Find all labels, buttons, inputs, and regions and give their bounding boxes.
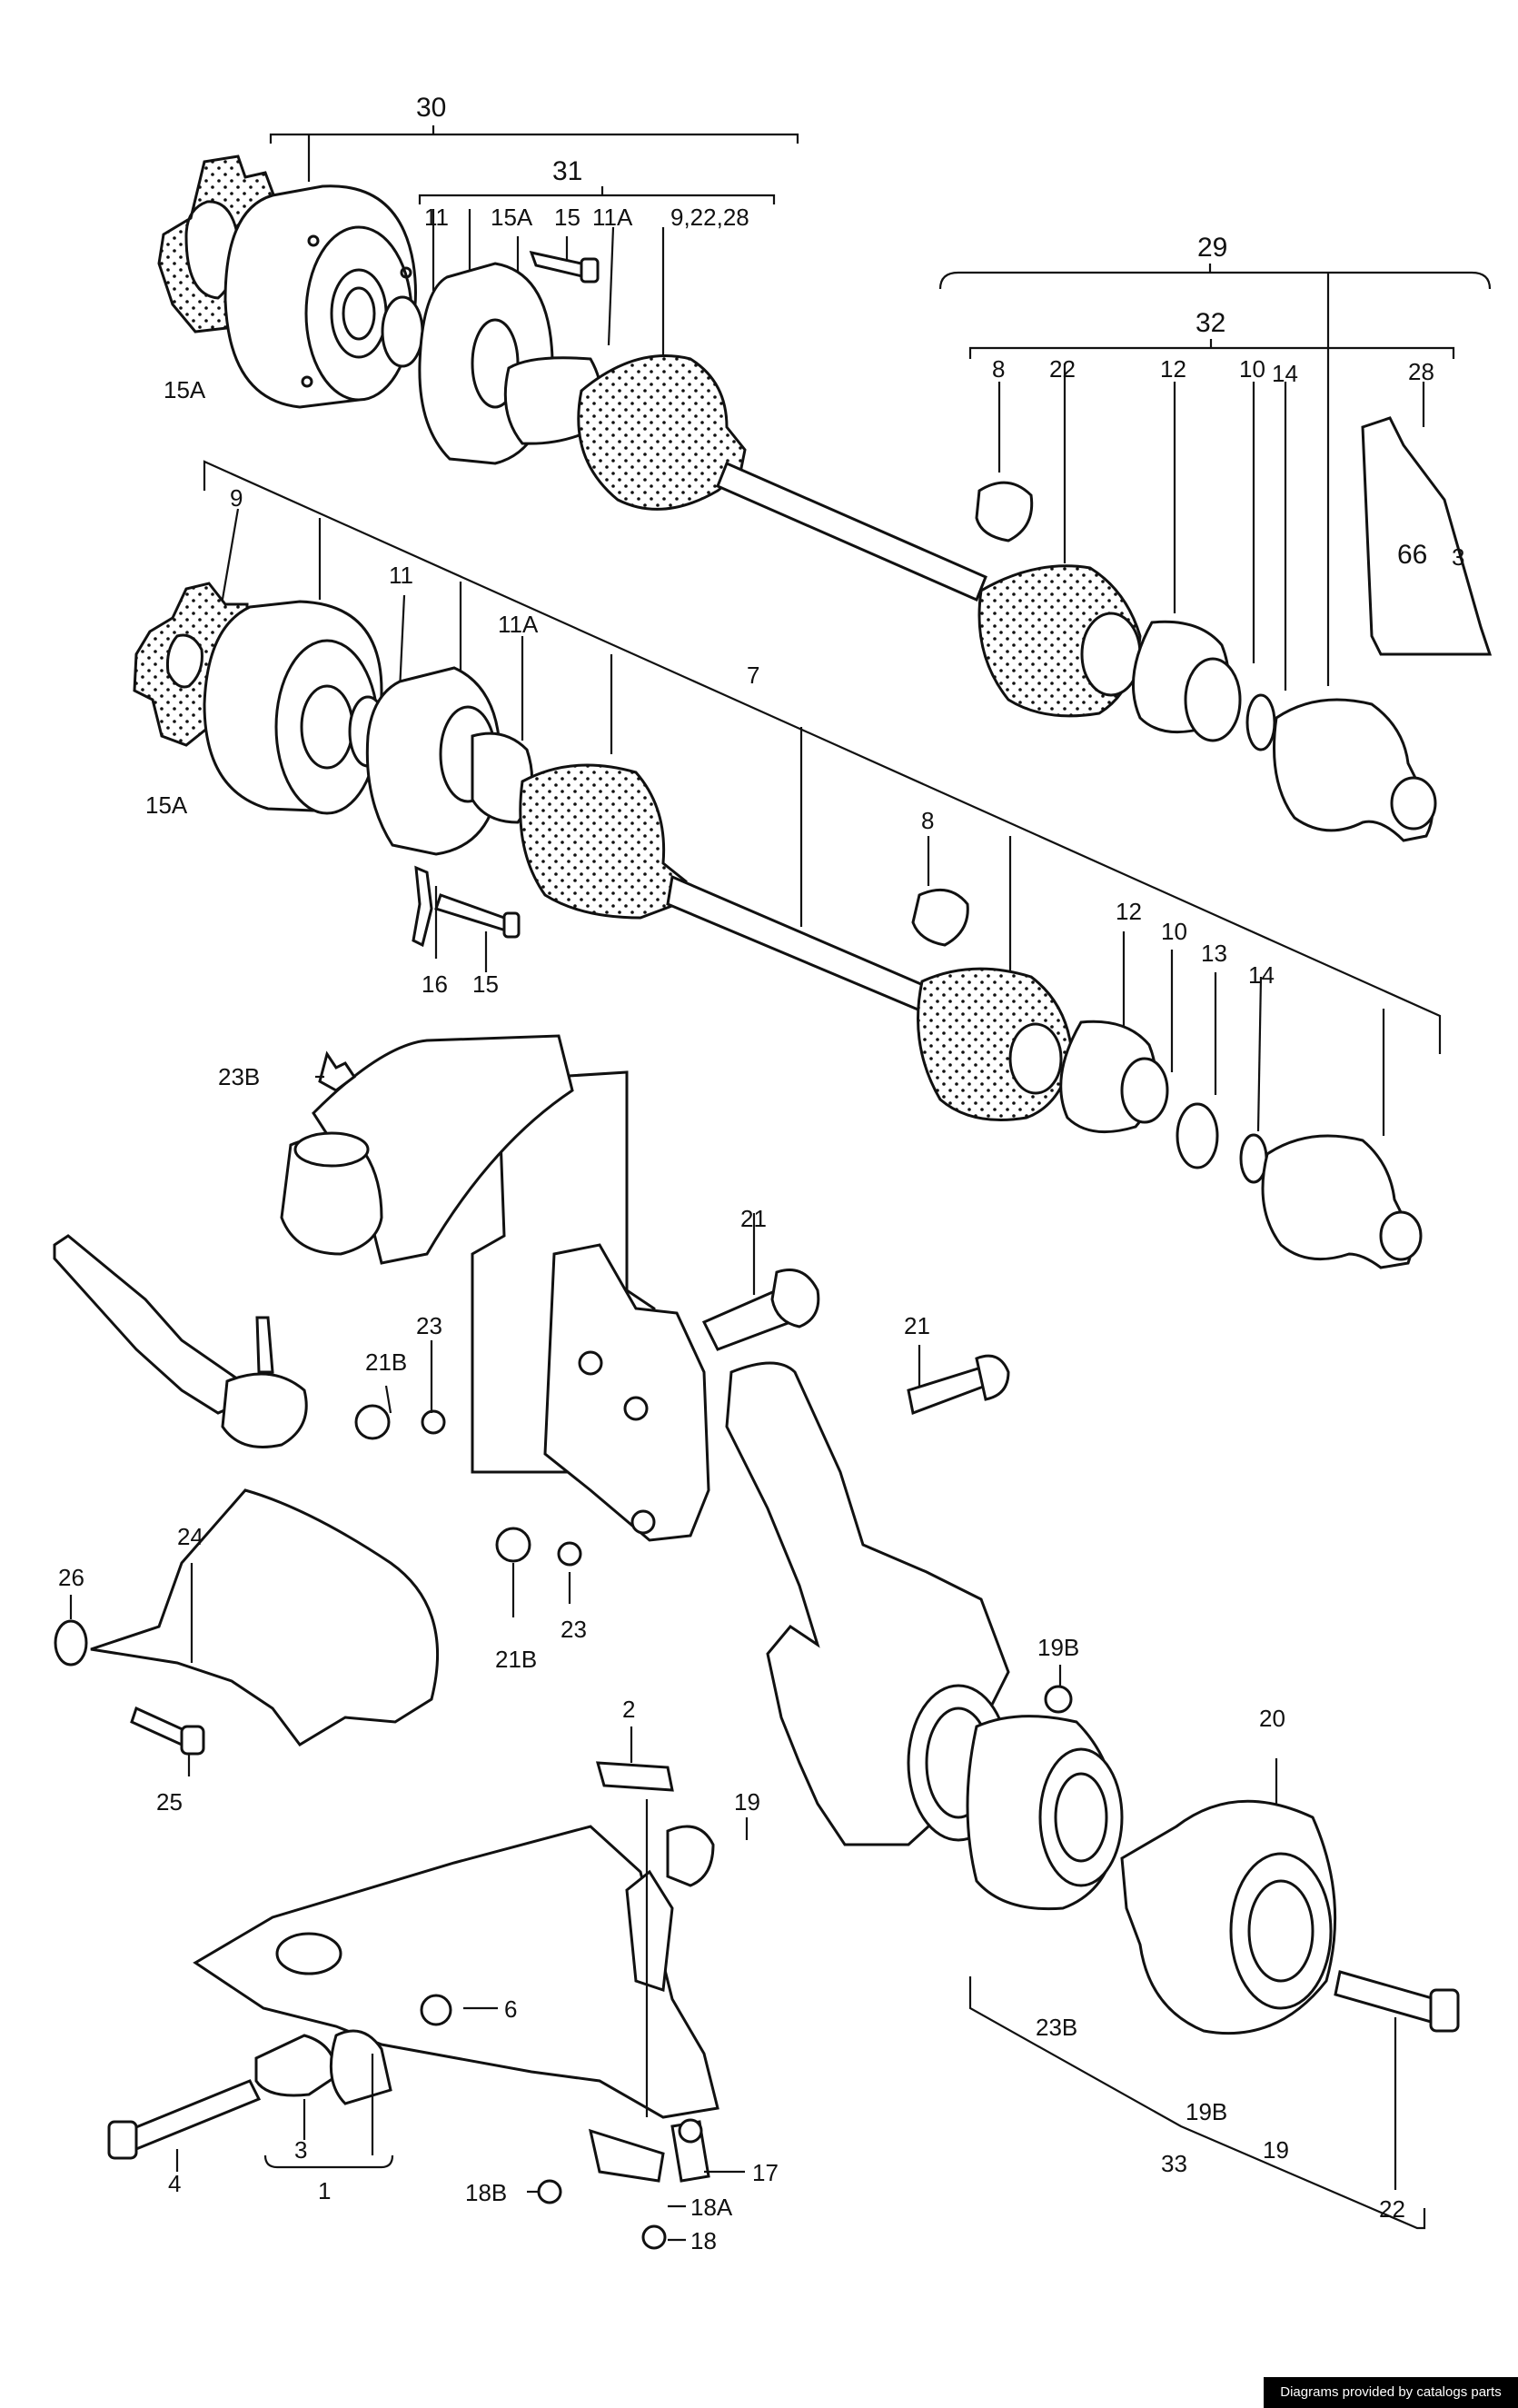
callout-12-mid[interactable]: 12 [1116,898,1142,925]
callout-15a-left-mid[interactable]: 15A [145,791,188,819]
callout-32[interactable]: 32 [1196,308,1225,338]
grease-tube [1361,416,1493,656]
bracket-30 [269,125,799,144]
callout-18a[interactable]: 18A [690,2194,733,2221]
callout-10-top[interactable]: 10 [1239,355,1265,383]
callout-21-a[interactable]: 21 [740,1205,767,1232]
callout-21-b[interactable]: 21 [904,1312,930,1339]
callout-15-mid[interactable]: 15 [472,970,499,998]
callout-19-a[interactable]: 19 [734,1788,760,1816]
callout-11-mid[interactable]: 11 [389,562,413,589]
callout-23b-bot[interactable]: 23B [1036,2014,1077,2041]
callout-12-top[interactable]: 12 [1160,355,1186,383]
callout-33[interactable]: 33 [1161,2150,1187,2177]
callout-9[interactable]: 9 [230,484,243,512]
callout-22-top[interactable]: 22 [1049,355,1076,383]
callout-22-bot[interactable]: 22 [1379,2195,1405,2223]
callout-15-top[interactable]: 15 [554,204,580,231]
callout-3[interactable]: 3 [294,2136,307,2164]
callout-30[interactable]: 30 [416,93,446,123]
callout-26[interactable]: 26 [58,1564,84,1591]
suspension-assembly [53,1034,1460,2250]
hub-bolt [1334,1970,1460,2033]
callout-19b-a[interactable]: 19B [1037,1634,1079,1661]
tube-sublabel: 3 [1452,543,1464,571]
strut-bracket [543,1243,710,1542]
callout-14-mid[interactable]: 14 [1248,961,1275,989]
upper-drive-shaft-assembly [157,154,1493,842]
heat-shield [90,1488,440,1746]
callout-9-22-28[interactable]: 9,22,28 [670,204,749,231]
callout-23b-top[interactable]: 23B [218,1063,260,1090]
bracket-31 [418,186,776,204]
bracket-33 [968,1976,1426,2230]
callout-8-mid[interactable]: 8 [921,807,934,834]
boot-mid [519,763,688,920]
shield-bolt [130,1706,205,1756]
callout-19b-b[interactable]: 19B [1186,2098,1227,2125]
callout-6[interactable]: 6 [504,1995,517,2023]
callout-11[interactable]: 11 [424,204,449,231]
callout-29[interactable]: 29 [1197,233,1227,263]
callout-2[interactable]: 2 [622,1696,635,1723]
callout-23-a[interactable]: 23 [416,1312,442,1339]
callout-15a-top[interactable]: 15A [491,204,533,231]
callout-31[interactable]: 31 [552,156,582,186]
callout-19-b[interactable]: 19 [1263,2136,1289,2164]
callout-4[interactable]: 4 [168,2170,181,2197]
callout-13[interactable]: 13 [1201,940,1227,967]
tube-label: 66 [1397,540,1427,570]
callout-24[interactable]: 24 [177,1523,203,1550]
callout-21b-b[interactable]: 21B [495,1646,537,1673]
callout-16[interactable]: 16 [422,970,448,998]
bracket-7 [203,460,1442,1054]
callout-21b-a[interactable]: 21B [365,1348,407,1376]
callout-labels: 30 31 11 15A 15 11A 9,22,28 29 32 8 22 1… [58,93,1464,2254]
footer-credit-badge: Diagrams provided by catalogs parts [1264,2377,1518,2408]
bolt-mid [434,893,521,939]
callout-17[interactable]: 17 [752,2159,779,2186]
leader-lines-upper [209,134,1425,1136]
arm-bolt [107,2079,262,2160]
shaft-top [716,462,987,602]
callout-11a-top[interactable]: 11A [592,204,633,231]
tie-rod [53,1234,253,1415]
bracket-32 [968,339,1455,359]
callout-15a-left-top[interactable]: 15A [164,376,206,403]
callout-1[interactable]: 1 [318,2177,331,2204]
bracket-1 [263,2154,394,2169]
outer-joint-mid [1261,1134,1419,1269]
middle-drive-shaft-assembly [133,582,1423,1269]
callout-18b[interactable]: 18B [465,2179,507,2206]
callout-14-top[interactable]: 14 [1272,360,1298,387]
callout-23-b[interactable]: 23 [561,1616,587,1643]
callout-28[interactable]: 28 [1408,358,1434,385]
callout-18[interactable]: 18 [690,2227,717,2254]
callout-8-top[interactable]: 8 [992,355,1005,383]
bracket-29 [938,264,1492,290]
leader-lines-lower [69,1075,1397,2242]
callout-11a-mid[interactable]: 11A [498,611,539,638]
callout-25[interactable]: 25 [156,1788,183,1816]
bolt-top [529,250,600,284]
callout-10-mid[interactable]: 10 [1161,918,1187,945]
callout-7[interactable]: 7 [747,662,759,689]
callout-20[interactable]: 20 [1259,1705,1285,1732]
